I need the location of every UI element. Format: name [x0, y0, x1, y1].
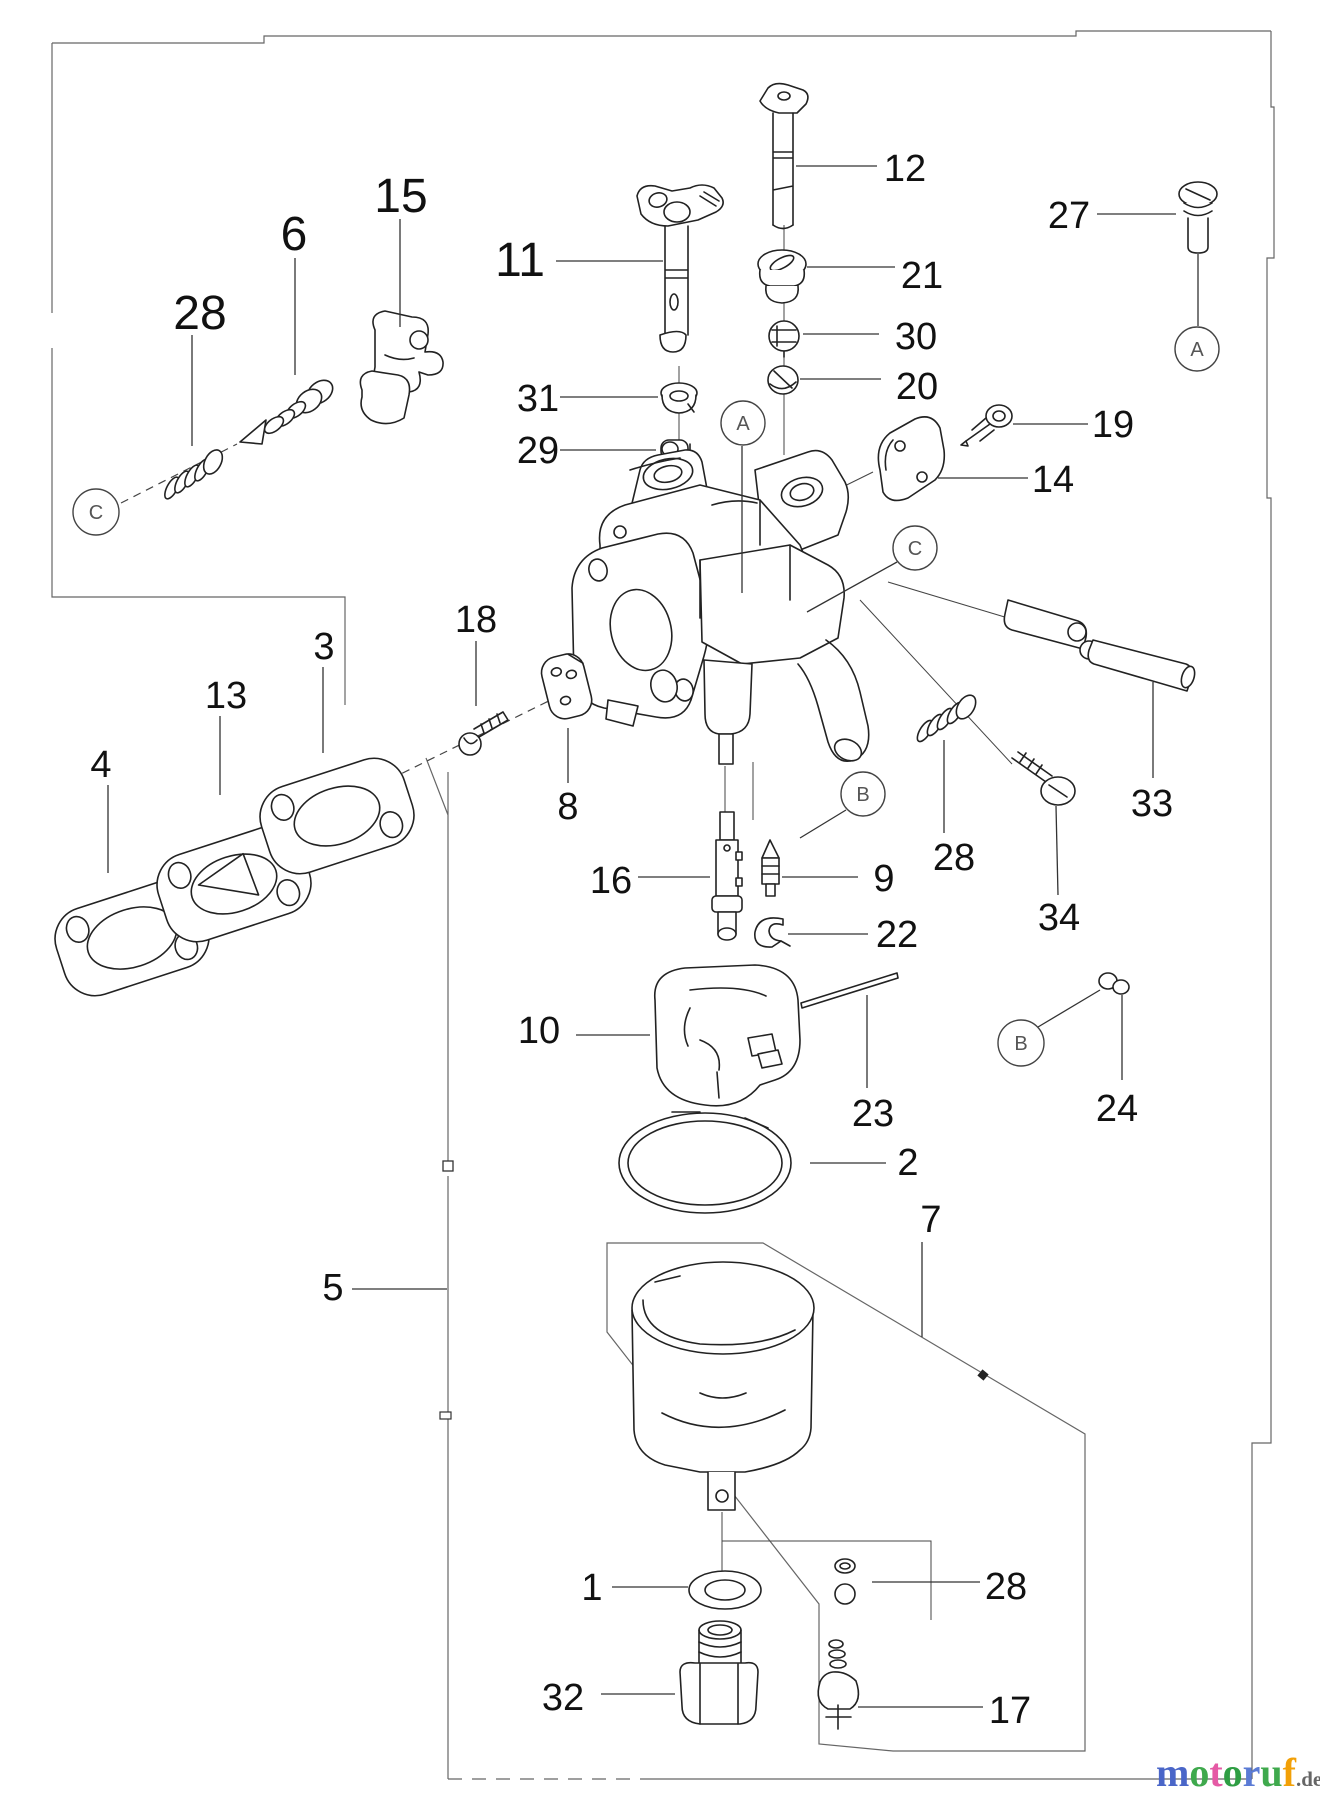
- valve-seat-21: [757, 249, 807, 304]
- region-7-outline: [606, 1242, 1086, 1752]
- callout-6: 6: [281, 208, 308, 261]
- callout-28-bottom: 28: [985, 1566, 1027, 1608]
- float-valve-9: [761, 839, 780, 897]
- callout-33: 33: [1131, 783, 1173, 825]
- carburetor-body: [571, 449, 870, 765]
- callout-10: 10: [518, 1010, 560, 1052]
- nipple-24: [1098, 972, 1130, 995]
- callout-27: 27: [1048, 195, 1090, 237]
- drain-screw-32: [679, 1620, 759, 1725]
- callout-23: 23: [852, 1093, 894, 1135]
- callout-34: 34: [1038, 897, 1080, 939]
- watermark-text: motoruf.de: [1156, 1750, 1320, 1795]
- plate-8: [540, 653, 593, 720]
- callout-12: 12: [884, 148, 926, 190]
- callout-22: 22: [876, 914, 918, 956]
- callout-8: 8: [557, 786, 578, 828]
- screw-34: [1011, 751, 1076, 806]
- ref-b-center-label: B: [856, 784, 869, 806]
- main-nozzle-16: [711, 811, 743, 941]
- screw-17: [817, 1639, 860, 1730]
- callout-9: 9: [873, 858, 894, 900]
- callout-21: 21: [901, 255, 943, 297]
- callout-29: 29: [517, 430, 559, 472]
- screw-18: [458, 711, 509, 756]
- callout-16: 16: [590, 860, 632, 902]
- diagram-borders: [51, 30, 1275, 1780]
- callout-14: 14: [1032, 459, 1074, 501]
- float-bowl: [631, 1261, 815, 1511]
- choke-lever-15: [359, 310, 444, 425]
- pilot-screw-6: [239, 379, 334, 445]
- callout-7: 7: [920, 1199, 941, 1241]
- ref-circle-b-center: B: [840, 771, 886, 817]
- callout-2: 2: [897, 1142, 918, 1184]
- bowl-gasket-2: [618, 1111, 792, 1214]
- callout-19: 19: [1092, 404, 1134, 446]
- throttle-valve-20: [767, 365, 799, 395]
- callout-32: 32: [542, 1677, 584, 1719]
- spring-28-right: [916, 694, 977, 743]
- ref-circle-b-lower: B: [997, 1019, 1045, 1067]
- throttle-shaft-11: [636, 184, 724, 353]
- screw-19: [960, 404, 1013, 447]
- reference-circles: A A B B C C: [72, 326, 1220, 1067]
- callout-11: 11: [495, 234, 545, 287]
- ref-circle-c-right: C: [892, 525, 938, 571]
- ref-circle-a-top-right: A: [1174, 326, 1220, 372]
- callout-5: 5: [322, 1267, 343, 1309]
- clip-22: [754, 917, 791, 948]
- callout-20: 20: [896, 366, 938, 408]
- callout-28-right: 28: [933, 837, 975, 879]
- part-callouts: 1 2 3 4 5 6 7 8 9 10 11 12 13 14 15 16 1…: [90, 148, 1173, 1732]
- callout-4: 4: [90, 744, 111, 786]
- ref-circle-a-center: A: [720, 400, 766, 446]
- cup-31: [660, 382, 698, 414]
- watermark: motoruf.de: [1156, 1750, 1320, 1795]
- ref-circle-c-left: C: [72, 488, 120, 536]
- spring-28-top-left: [164, 449, 224, 500]
- callout-13: 13: [205, 675, 247, 717]
- callout-15: 15: [374, 170, 427, 223]
- ref-c-left-label: C: [89, 502, 103, 524]
- callout-18: 18: [455, 599, 497, 641]
- callout-24: 24: [1096, 1088, 1138, 1130]
- leader-lines: [107, 165, 1199, 1708]
- callout-30: 30: [895, 316, 937, 358]
- drain-parts-28-bottom: [834, 1558, 856, 1605]
- gasket-3: [259, 757, 415, 875]
- watermark-suffix: .de: [1296, 1767, 1320, 1791]
- float-pin-23: [800, 972, 899, 1009]
- callout-31: 31: [517, 378, 559, 420]
- callout-17: 17: [989, 1690, 1031, 1732]
- washer-1: [688, 1570, 762, 1610]
- callout-28-top-left: 28: [173, 287, 226, 340]
- choke-shaft-12: [759, 82, 809, 230]
- screw-27: [1178, 181, 1218, 254]
- bracket-14: [877, 416, 946, 502]
- ref-b-lower-label: B: [1014, 1033, 1027, 1055]
- callout-1: 1: [581, 1567, 602, 1609]
- ref-a-center-label: A: [736, 413, 750, 435]
- ref-a-top-label: A: [1190, 339, 1204, 361]
- region-5-outline: [425, 757, 449, 1779]
- clip-30: [768, 320, 800, 358]
- fuel-pipe-33: [1003, 599, 1196, 692]
- callout-3: 3: [313, 626, 334, 668]
- float-10: [654, 964, 801, 1107]
- ref-c-right-label: C: [908, 538, 922, 560]
